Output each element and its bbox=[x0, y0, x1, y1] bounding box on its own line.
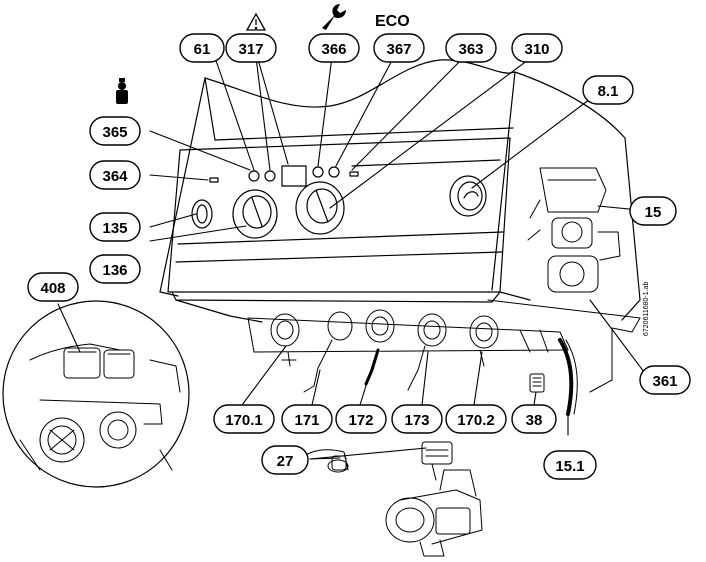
callout-361: 361 bbox=[652, 373, 677, 390]
wrench-icon bbox=[322, 4, 346, 30]
eco-label: ECO bbox=[375, 13, 410, 30]
document-number: 6720611680-1.ab bbox=[643, 282, 650, 336]
callout-pills bbox=[27, 33, 691, 480]
callout-363: 363 bbox=[458, 41, 483, 58]
callout-15: 15 bbox=[645, 204, 662, 221]
callout-171: 171 bbox=[294, 412, 319, 429]
leader-lines bbox=[57, 48, 651, 460]
chimney-sweep-icon bbox=[116, 78, 128, 104]
boiler-housing bbox=[159, 59, 641, 393]
detail-circle-408 bbox=[2, 300, 190, 488]
callout-8-1: 8.1 bbox=[598, 83, 619, 100]
callout-170-2: 170.2 bbox=[457, 412, 495, 429]
callout-labels: 61 317 366 367 363 310 8.1 365 364 135 1… bbox=[40, 41, 677, 475]
callout-310: 310 bbox=[524, 41, 549, 58]
callout-136: 136 bbox=[102, 262, 127, 279]
callout-170-1: 170.1 bbox=[225, 412, 263, 429]
callout-366: 366 bbox=[321, 41, 346, 58]
warning-triangle-icon bbox=[245, 12, 267, 31]
callout-365: 365 bbox=[102, 124, 127, 141]
callout-61: 61 bbox=[194, 41, 211, 58]
callout-38: 38 bbox=[526, 412, 543, 429]
safety-valve-group bbox=[527, 167, 621, 293]
callout-27: 27 bbox=[277, 453, 294, 470]
callout-15-1: 15.1 bbox=[555, 458, 584, 475]
hydraulic-block bbox=[247, 309, 578, 416]
pump-detail bbox=[289, 441, 483, 557]
callout-408: 408 bbox=[40, 280, 65, 297]
callout-317: 317 bbox=[238, 41, 263, 58]
callout-135: 135 bbox=[102, 220, 127, 237]
callout-364: 364 bbox=[102, 168, 128, 185]
control-panel bbox=[191, 165, 487, 239]
callout-367: 367 bbox=[386, 41, 411, 58]
callout-172: 172 bbox=[348, 412, 373, 429]
callout-173: 173 bbox=[404, 412, 429, 429]
